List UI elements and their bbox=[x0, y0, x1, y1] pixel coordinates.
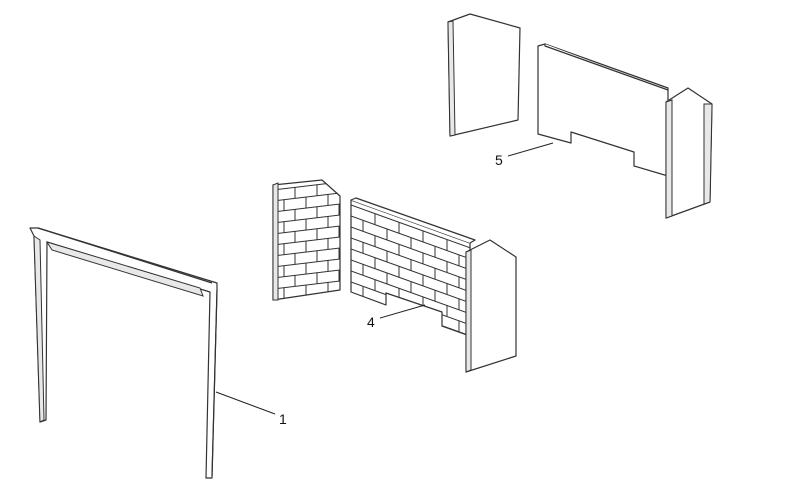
brick-course-line bbox=[273, 269, 340, 279]
brick-side-panel-left bbox=[272, 179, 341, 301]
brick-course-line bbox=[273, 258, 340, 268]
brick-course-line bbox=[273, 236, 340, 246]
side-panel-right-4 bbox=[465, 239, 517, 373]
brick-course-line bbox=[273, 192, 340, 202]
callout-5: 5 bbox=[495, 152, 503, 168]
brick-course-line bbox=[273, 280, 340, 290]
brick-course-line bbox=[273, 225, 340, 235]
brick-course-line bbox=[351, 226, 470, 271]
brick-course-line bbox=[273, 203, 340, 213]
side-panel-left-5 bbox=[447, 13, 521, 137]
callout-1: 1 bbox=[279, 411, 287, 427]
brick-back-panel bbox=[350, 197, 476, 337]
brick-course-line bbox=[351, 259, 470, 304]
surround-frame bbox=[29, 227, 218, 479]
leader-line-4 bbox=[379, 304, 426, 319]
brick-course-line bbox=[273, 214, 340, 224]
callout-4: 4 bbox=[367, 314, 375, 330]
brick-course-line bbox=[273, 247, 340, 257]
back-panel-5 bbox=[537, 43, 669, 177]
brick-course-line bbox=[351, 215, 470, 260]
brick-course-line bbox=[351, 270, 470, 315]
side-panel-right-5 bbox=[665, 87, 713, 219]
brick-course-line bbox=[351, 248, 470, 293]
brick-course-line bbox=[351, 204, 470, 249]
leader-line-1 bbox=[215, 391, 276, 415]
leader-line-5 bbox=[507, 142, 554, 157]
brick-course-line bbox=[351, 237, 470, 282]
